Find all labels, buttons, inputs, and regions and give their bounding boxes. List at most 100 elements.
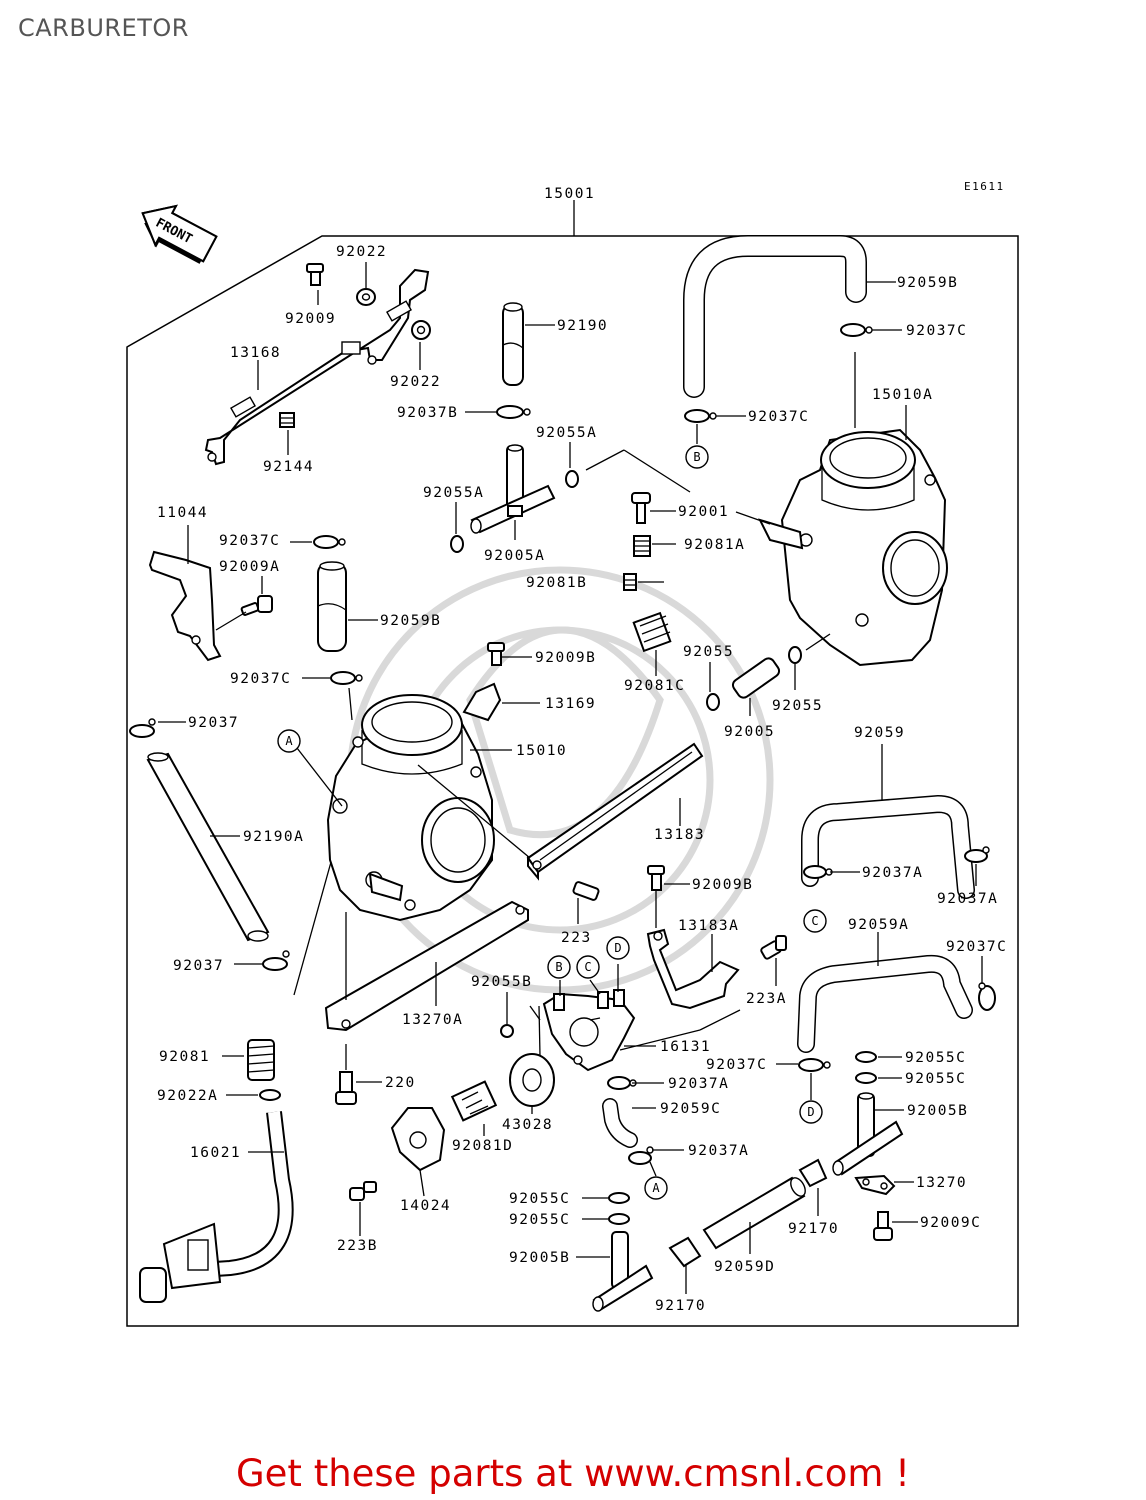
part-label: 15010A bbox=[872, 387, 933, 403]
part-label: 92055 bbox=[772, 698, 823, 714]
part-label: 92005 bbox=[724, 724, 775, 740]
promo-banner[interactable]: Get these parts at www.cmsnl.com ! bbox=[235, 1452, 910, 1495]
bracket-13183A bbox=[646, 928, 740, 1010]
fitting-92005B-right bbox=[832, 1092, 904, 1176]
front-arrow-icon: FRONT bbox=[141, 204, 218, 264]
part-label: 92081D bbox=[452, 1138, 513, 1154]
oring-92055C-bottom bbox=[855, 1072, 877, 1084]
lever-13169 bbox=[462, 682, 502, 722]
part-label: 220 bbox=[385, 1075, 416, 1091]
part-label: 92037C bbox=[219, 533, 280, 549]
throttle-bracket-13168 bbox=[204, 268, 430, 466]
part-label: 92055C bbox=[905, 1071, 966, 1087]
fitting-92005A bbox=[470, 444, 556, 534]
part-label: 43028 bbox=[502, 1117, 553, 1133]
part-label: 92037C bbox=[946, 939, 1007, 955]
part-label: 13270 bbox=[916, 1175, 967, 1191]
hose-92190A bbox=[146, 752, 270, 942]
callout-D-pump: D bbox=[606, 936, 630, 960]
choke-cable-16021 bbox=[139, 1111, 294, 1303]
callout-A-top: A bbox=[277, 729, 301, 753]
diaphragm-43028 bbox=[509, 1053, 555, 1107]
hose-92190 bbox=[502, 302, 524, 386]
part-label: 92055A bbox=[536, 425, 597, 441]
leader-lines bbox=[158, 262, 983, 1294]
part-label: 92037A bbox=[862, 865, 923, 881]
hose-92059D bbox=[702, 1176, 806, 1250]
svg-text:B: B bbox=[693, 450, 700, 464]
hose-92059A bbox=[797, 954, 973, 1053]
fitting-92005 bbox=[731, 657, 781, 699]
clamp-92037C-left bbox=[313, 535, 346, 549]
part-label: 92037C bbox=[230, 671, 291, 687]
clip-92170-left bbox=[668, 1236, 702, 1268]
part-label: 15010 bbox=[516, 743, 567, 759]
part-label: 223B bbox=[337, 1238, 378, 1254]
part-label: 92055A bbox=[423, 485, 484, 501]
part-label: 92037 bbox=[188, 715, 239, 731]
part-label: 92001 bbox=[678, 504, 729, 520]
washer-92022-top bbox=[356, 288, 376, 306]
clamp-92037A-mid bbox=[803, 865, 833, 879]
part-label: 13183A bbox=[678, 918, 739, 934]
part-label: 92009 bbox=[285, 311, 336, 327]
part-label: 92081 bbox=[159, 1049, 210, 1065]
part-label: 92005B bbox=[907, 1103, 968, 1119]
part-label: 92037C bbox=[906, 323, 967, 339]
part-labels: 15001 E1611 92022 92009 92022 13168 9214… bbox=[157, 180, 1007, 1314]
part-label: 11044 bbox=[157, 505, 208, 521]
clamp-92037-top bbox=[129, 718, 156, 738]
oring-92055C-top bbox=[855, 1051, 877, 1063]
part-label: 13169 bbox=[545, 696, 596, 712]
part-label: 92081B bbox=[526, 575, 587, 591]
part-label: 92009B bbox=[692, 877, 753, 893]
part-label: 92009B bbox=[535, 650, 596, 666]
part-label: 13270A bbox=[402, 1012, 463, 1028]
carburetor-15010 bbox=[326, 694, 495, 922]
svg-text:C: C bbox=[584, 960, 591, 974]
part-label: 92037C bbox=[748, 409, 809, 425]
clamp-92037C-mid bbox=[684, 409, 717, 423]
clamp-92037C-top bbox=[840, 323, 873, 337]
link-bar-13270A bbox=[324, 900, 529, 1032]
part-label: 92081A bbox=[684, 537, 745, 553]
oring-92055-left bbox=[706, 693, 720, 711]
washer-92022A bbox=[259, 1089, 281, 1101]
spring-92144 bbox=[279, 412, 295, 428]
oring-92055-right bbox=[788, 646, 802, 664]
part-label: 92005B bbox=[509, 1250, 570, 1266]
part-label: 15001 bbox=[544, 186, 595, 202]
svg-text:D: D bbox=[807, 1105, 814, 1119]
spring-92081A bbox=[633, 535, 651, 557]
part-label: 92037A bbox=[688, 1143, 749, 1159]
part-label: 92081C bbox=[624, 678, 685, 694]
bracket-11044 bbox=[148, 550, 222, 662]
callout-B-top: B bbox=[685, 445, 709, 469]
clamp-92037A-right bbox=[964, 846, 990, 863]
clamp-92037-low bbox=[262, 950, 290, 971]
part-label: 92059B bbox=[380, 613, 441, 629]
part-label: 92022A bbox=[157, 1088, 218, 1104]
callout-A-low: A bbox=[644, 1176, 668, 1200]
spring-92081C bbox=[632, 611, 672, 653]
part-label: 14024 bbox=[400, 1198, 451, 1214]
screw-92001 bbox=[631, 492, 651, 524]
washer-92022-bottom bbox=[411, 320, 431, 340]
callout-D-right: D bbox=[799, 1100, 823, 1124]
clip-92170-right bbox=[798, 1158, 828, 1188]
part-label: 16131 bbox=[660, 1039, 711, 1055]
part-label: 92022 bbox=[336, 244, 387, 260]
part-label: 92055 bbox=[683, 644, 734, 660]
clamp-92037A-low bbox=[628, 1146, 654, 1165]
plate-13270 bbox=[854, 1174, 896, 1196]
part-label: 92170 bbox=[788, 1221, 839, 1237]
screw-92009 bbox=[306, 263, 324, 286]
oring-92055C-lower-b bbox=[608, 1213, 630, 1225]
part-label: 92055C bbox=[905, 1050, 966, 1066]
screw-223B bbox=[349, 1181, 377, 1201]
assembly-frame bbox=[126, 235, 1019, 1327]
part-label: 92037 bbox=[173, 958, 224, 974]
part-label: 92170 bbox=[655, 1298, 706, 1314]
part-label: 92009C bbox=[920, 1215, 981, 1231]
